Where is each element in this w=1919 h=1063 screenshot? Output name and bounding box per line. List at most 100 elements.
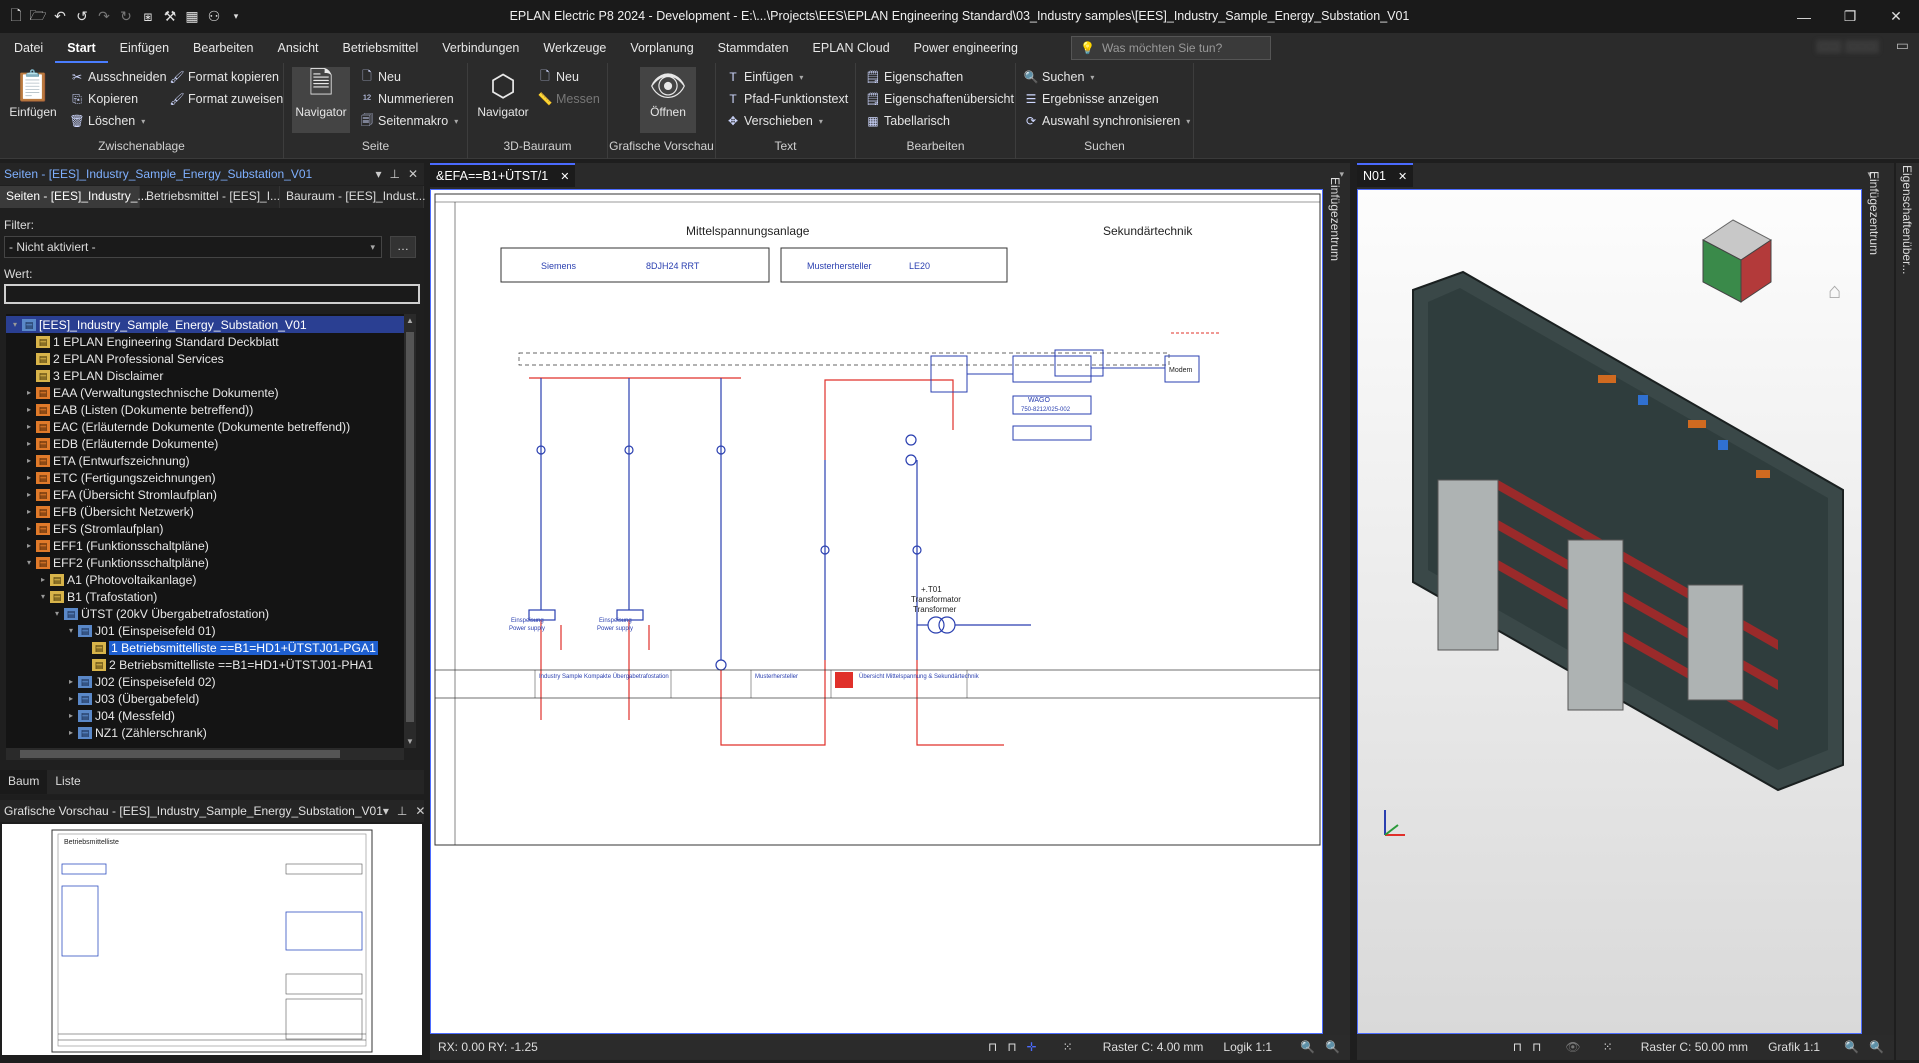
tree-item[interactable]: ▤2 Betriebsmittelliste ==B1=HD1+ÜTSTJ01-… <box>80 656 373 673</box>
collapsed-icon[interactable]: ▸ <box>26 541 31 550</box>
collapsed-icon[interactable]: ▸ <box>26 490 31 499</box>
user-account[interactable]: ▒▒▒ ▒▒▒▒ <box>1816 39 1879 53</box>
tree-item[interactable]: ▾▤J01 (Einspeisefeld 01) <box>66 622 216 639</box>
delete-button[interactable]: 🗑Löschen▾ <box>69 114 146 128</box>
chevron-down-icon[interactable]: ▾ <box>1339 169 1344 179</box>
close-icon[interactable]: ✕ <box>407 167 418 181</box>
tools-icon[interactable]: ⚒ <box>163 8 177 24</box>
view-cube-icon[interactable] <box>1702 219 1772 303</box>
tree-item[interactable]: ▸▤J04 (Messfeld) <box>66 707 175 724</box>
menu-verbindungen[interactable]: Verbindungen <box>442 41 520 55</box>
tree-item[interactable]: ▸▤EFS (Stromlaufplan) <box>24 520 163 537</box>
zoom-in-icon[interactable]: 🔍 <box>1300 1040 1316 1054</box>
restore-icon[interactable]: ❐ <box>1843 8 1857 24</box>
measure-button[interactable]: 📏Messen <box>537 92 600 106</box>
redo-icon[interactable]: ↷ <box>98 8 110 24</box>
format-copy-button[interactable]: 🖌Format kopieren <box>169 70 280 84</box>
properties-button[interactable]: 🗒Eigenschaften <box>865 70 964 84</box>
menu-power-engineering[interactable]: Power engineering <box>913 41 1018 55</box>
side-tab-properties[interactable]: Eigenschaftenüber... <box>1900 165 1914 275</box>
wert-input[interactable] <box>4 284 420 304</box>
chevron-down-icon[interactable]: ▾ <box>1867 169 1872 179</box>
page-macro-button[interactable]: 🗐Seitenmakro▾ <box>361 112 459 129</box>
tree-item[interactable]: ▸▤A1 (Photovoltaikanlage) <box>38 571 196 588</box>
tab-bauraum[interactable]: Bauraum - [EES]_Indust... <box>280 186 425 208</box>
menu-vorplanung[interactable]: Vorplanung <box>630 41 694 55</box>
undo-icon[interactable]: ↶ <box>54 8 66 24</box>
visibility-icon[interactable]: 👁 <box>1565 1040 1581 1054</box>
menu-eplan-cloud[interactable]: EPLAN Cloud <box>812 41 890 55</box>
tree-hscrollbar[interactable] <box>6 748 404 760</box>
snap-icon[interactable]: ⊓ <box>1512 1040 1523 1054</box>
tree-item[interactable]: ▸▤EAC (Erläuternde Dokumente (Dokumente … <box>24 418 350 435</box>
redo-list-icon[interactable]: ↻ <box>120 8 132 24</box>
collapsed-icon[interactable]: ▸ <box>40 575 45 584</box>
scroll-up-icon[interactable]: ▲ <box>406 316 414 325</box>
3d-navigator-button[interactable]: ⬡ Navigator <box>474 67 532 120</box>
collapsed-icon[interactable]: ▸ <box>26 456 31 465</box>
tree-item[interactable]: ▾▤[EES]_Industry_Sample_Energy_Substatio… <box>6 316 404 333</box>
snap-object-icon[interactable]: ⊓ <box>1532 1040 1542 1054</box>
schematic-canvas[interactable]: Mittelspannungsanlage Sekundärtechnik Si… <box>430 189 1323 1034</box>
collapsed-icon[interactable]: ▸ <box>68 728 73 737</box>
crosshair-icon[interactable]: ✛ <box>1026 1040 1037 1054</box>
close-icon[interactable]: ✕ <box>1397 170 1408 183</box>
open-file-icon[interactable]: 🗁 <box>29 6 47 23</box>
new-file-icon[interactable]: 🗋 <box>10 6 22 23</box>
menu-werkzeuge[interactable]: Werkzeuge <box>543 41 607 55</box>
tab-betriebsmittel[interactable]: Betriebsmittel - [EES]_I... <box>140 186 280 208</box>
tree-item[interactable]: ▸▤EAB (Listen (Dokumente betreffend)) <box>24 401 253 418</box>
tree-item[interactable]: ▸▤ETC (Fertigungszeichnungen) <box>24 469 216 486</box>
tree-item[interactable]: ▸▤NZ1 (Zählerschrank) <box>66 724 207 741</box>
collapsed-icon[interactable]: ▸ <box>26 405 31 414</box>
tree-item[interactable]: ▤3 EPLAN Disclaimer <box>24 367 163 384</box>
view-tab-n01[interactable]: N01✕ <box>1357 163 1414 187</box>
tabular-button[interactable]: ▦Tabellarisch <box>867 114 951 128</box>
menu-betriebsmittel[interactable]: Betriebsmittel <box>342 41 419 55</box>
tree-item[interactable]: ▾▤ÜTST (20kV Übergabetrafostation) <box>52 605 269 622</box>
grid-icon[interactable]: ⁙ <box>1602 1040 1613 1054</box>
tree-scrollbar[interactable]: ▲ ▼ <box>404 314 416 748</box>
home-icon[interactable]: ⌂ <box>1828 278 1841 303</box>
search-button[interactable]: 🔍Suchen▾ <box>1023 70 1095 84</box>
collapsed-icon[interactable]: ▸ <box>68 711 73 720</box>
users-icon[interactable]: ⚇ <box>207 8 221 24</box>
tree-item[interactable]: ▸▤J02 (Einspeisefeld 02) <box>66 673 216 690</box>
collapsed-icon[interactable]: ▸ <box>26 507 31 516</box>
filter-more-button[interactable]: … <box>390 236 416 258</box>
page-navigator-button[interactable]: 🗎 Navigator <box>292 67 350 133</box>
collapsed-icon[interactable]: ▸ <box>26 524 31 533</box>
new-layout-space-button[interactable]: 🗋Neu <box>538 67 579 87</box>
collapsed-icon[interactable]: ▸ <box>26 439 31 448</box>
cut-button[interactable]: ✂Ausschneiden <box>71 70 167 84</box>
scroll-down-icon[interactable]: ▼ <box>406 737 414 746</box>
side-tab-einfuegezentrum[interactable]: Einfügezentrum <box>1328 177 1342 262</box>
doc-tab-efa[interactable]: &EFA==B1+ÜTST/1✕ <box>430 163 576 187</box>
close-icon[interactable]: ✕ <box>1890 8 1902 24</box>
undo-list-icon[interactable]: ↺ <box>76 8 88 24</box>
menu-ansicht[interactable]: Ansicht <box>277 41 319 55</box>
tree-item[interactable]: ▤1 Betriebsmittelliste ==B1=HD1+ÜTSTJ01-… <box>80 639 378 656</box>
tab-liste[interactable]: Liste <box>55 774 81 788</box>
pin-icon[interactable]: ⊥ <box>389 167 400 181</box>
panel-menu-icon[interactable]: ▾ <box>382 804 389 818</box>
snap-object-icon[interactable]: ⊓ <box>1007 1040 1017 1054</box>
expanded-icon[interactable]: ▾ <box>40 592 45 601</box>
zoom-in-icon[interactable]: 🔍 <box>1844 1040 1860 1054</box>
show-results-button[interactable]: ☰Ergebnisse anzeigen <box>1025 92 1159 106</box>
expanded-icon[interactable]: ▾ <box>54 609 59 618</box>
tree-item[interactable]: ▸▤EFF1 (Funktionsschaltpläne) <box>24 537 209 554</box>
tree-item[interactable]: ▸▤EFA (Übersicht Stromlaufplan) <box>24 486 217 503</box>
customize-dropdown-icon[interactable]: ▾ <box>233 11 239 21</box>
grid-icon[interactable]: ⁙ <box>1062 1040 1073 1054</box>
menu-einfuegen[interactable]: Einfügen <box>119 41 170 55</box>
menu-start[interactable]: Start <box>55 33 108 63</box>
snap-icon[interactable]: ⊓ <box>987 1040 998 1054</box>
menu-datei[interactable]: Datei <box>14 41 44 55</box>
3d-viewport[interactable]: ⌂ <box>1357 189 1862 1034</box>
expanded-icon[interactable]: ▾ <box>12 320 17 329</box>
collapsed-icon[interactable]: ▸ <box>26 473 31 482</box>
tree-item[interactable]: ▤1 EPLAN Engineering Standard Deckblatt <box>24 333 279 350</box>
